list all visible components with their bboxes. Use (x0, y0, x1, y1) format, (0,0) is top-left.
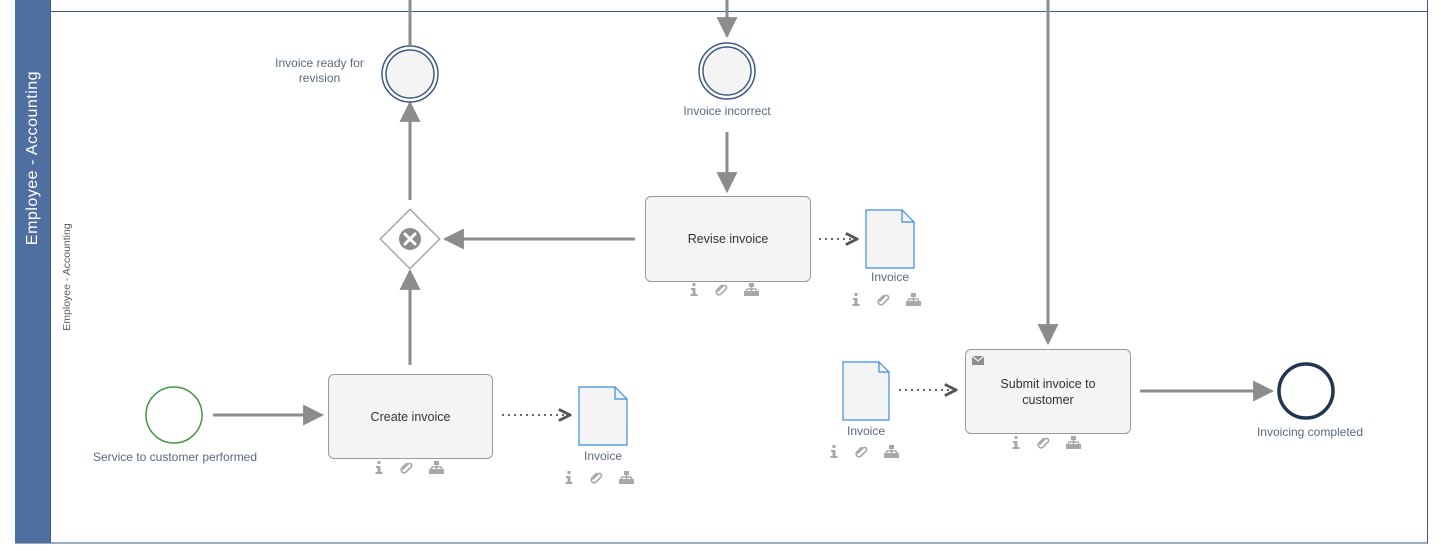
doc2-icons (851, 293, 921, 311)
envelope-icon (972, 356, 984, 365)
data-object-invoice-2[interactable] (865, 209, 915, 269)
doc1-icons (564, 471, 634, 489)
exclusive-gateway[interactable] (379, 208, 441, 270)
hierarchy-icon[interactable] (744, 283, 759, 301)
paperclip-icon[interactable] (590, 471, 603, 489)
hierarchy-icon[interactable] (619, 471, 634, 489)
task-create-invoice[interactable]: Create invoice (328, 374, 493, 459)
x-icon (403, 232, 417, 246)
data-object-invoice-1[interactable] (578, 386, 628, 446)
end-event-label: Invoicing completed (1256, 425, 1364, 439)
incorrect-event-label: Invoice incorrect (683, 104, 771, 118)
hierarchy-icon[interactable] (906, 293, 921, 311)
paperclip-icon[interactable] (400, 461, 413, 479)
start-event-label: Service to customer performed (92, 450, 258, 464)
paperclip-icon[interactable] (877, 293, 890, 311)
task-create-invoice-label: Create invoice (370, 409, 451, 424)
task-revise-invoice-label: Revise invoice (687, 232, 769, 246)
ready-event-label: Invoice ready for revision (275, 56, 364, 85)
paperclip-icon[interactable] (855, 445, 868, 463)
intermediate-event-ready[interactable] (381, 45, 439, 103)
hierarchy-icon[interactable] (884, 445, 899, 463)
info-icon[interactable] (564, 471, 574, 489)
start-event[interactable] (145, 386, 203, 444)
task-create-icons (374, 461, 444, 479)
paperclip-icon[interactable] (715, 283, 728, 301)
info-icon[interactable] (374, 461, 384, 479)
task-submit-invoice[interactable]: Submit invoice to customer (965, 349, 1131, 434)
info-icon[interactable] (851, 293, 861, 311)
doc2-label: Invoice (870, 270, 910, 284)
doc3-label: Invoice (846, 424, 886, 438)
info-icon[interactable] (829, 445, 839, 463)
end-event[interactable] (1277, 362, 1335, 420)
data-object-invoice-3[interactable] (842, 361, 890, 421)
hierarchy-icon[interactable] (1066, 436, 1081, 454)
lane-header-band (15, 0, 50, 543)
doc3-icons (829, 445, 899, 463)
info-icon[interactable] (1011, 436, 1021, 454)
task-revise-invoice[interactable]: Revise invoice (645, 196, 811, 282)
intermediate-event-incorrect[interactable] (698, 42, 756, 100)
task-revise-icons (689, 283, 759, 301)
paperclip-icon[interactable] (1037, 436, 1050, 454)
task-submit-icons (1011, 436, 1081, 454)
doc1-label: Invoice (583, 449, 623, 463)
hierarchy-icon[interactable] (429, 461, 444, 479)
info-icon[interactable] (689, 283, 699, 301)
task-submit-invoice-label: Submit invoice to customer (1000, 376, 1096, 407)
